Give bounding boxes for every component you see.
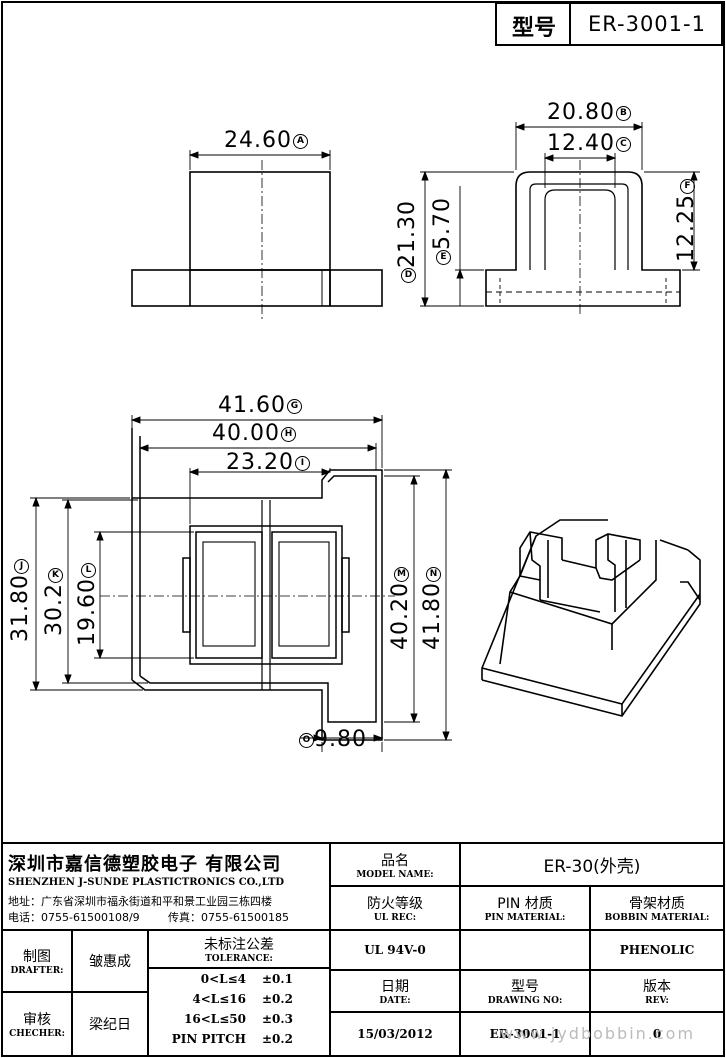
model-name-value: ER-30(外壳): [543, 857, 641, 877]
date-value: 15/03/2012: [357, 1027, 433, 1041]
side-view: [131, 160, 383, 320]
company-name-cn: 深圳市嘉信德塑胶电子 有限公司: [8, 854, 282, 875]
company-phone: 电话：0755-61500108/9: [8, 911, 140, 924]
pin-value: [460, 930, 590, 970]
isometric-view: [481, 519, 701, 717]
front-view: [485, 160, 681, 315]
company-name-en: SHENZHEN J-SUNDE PLASTICTRONICS CO.,LTD: [8, 877, 285, 888]
company-address: 地址：广东省深圳市福永街道和平和景工业园三栋四楼: [8, 895, 272, 908]
rev-value: 0: [652, 1027, 662, 1041]
tolerance-table: 0<L≤4 ±0.1 4<L≤16 ±0.2 16<L≤50 ±0.3 PIN …: [148, 972, 330, 1052]
dim-left-inner: 19.60L: [75, 563, 100, 646]
tolerance-row: 4<L≤16 ±0.2: [192, 992, 293, 1006]
tolerance-row: PIN PITCH ±0.2: [171, 1032, 293, 1046]
drafter-value: 皱惠成: [89, 954, 131, 970]
dim-front-right: 12.25F: [674, 179, 699, 262]
dim-left-outer: 31.80J: [8, 559, 33, 642]
checker-value: 梁纪日: [89, 1017, 131, 1033]
company-fax: 传真：0755-61500185: [168, 911, 289, 924]
model-value: ER-3001-1: [588, 12, 706, 36]
dim-right-outer: 41.80N: [420, 567, 445, 650]
tolerance-row: 0<L≤4 ±0.1: [200, 972, 293, 986]
ul-value: UL 94V-0: [364, 943, 426, 957]
watermark: www.jydbobbin.com: [500, 1024, 696, 1043]
tolerance-row: 16<L≤50 ±0.3: [184, 1012, 293, 1026]
top-dims: [30, 415, 452, 752]
model-label: 型号: [512, 16, 557, 41]
top-view: [100, 428, 395, 741]
side-dim: [188, 150, 332, 170]
dim-left-mid: 30.2K: [42, 568, 67, 636]
dim-right-inner: 40.20M: [388, 567, 413, 650]
drawing-no-value: ER-3001-1: [489, 1027, 561, 1041]
dim-front-height: D21.30: [395, 200, 420, 283]
bobbin-value: PHENOLIC: [619, 943, 695, 957]
title-block-lines: [2, 842, 724, 1056]
front-dims: [420, 122, 700, 308]
dim-front-base: E5.70: [430, 197, 455, 265]
